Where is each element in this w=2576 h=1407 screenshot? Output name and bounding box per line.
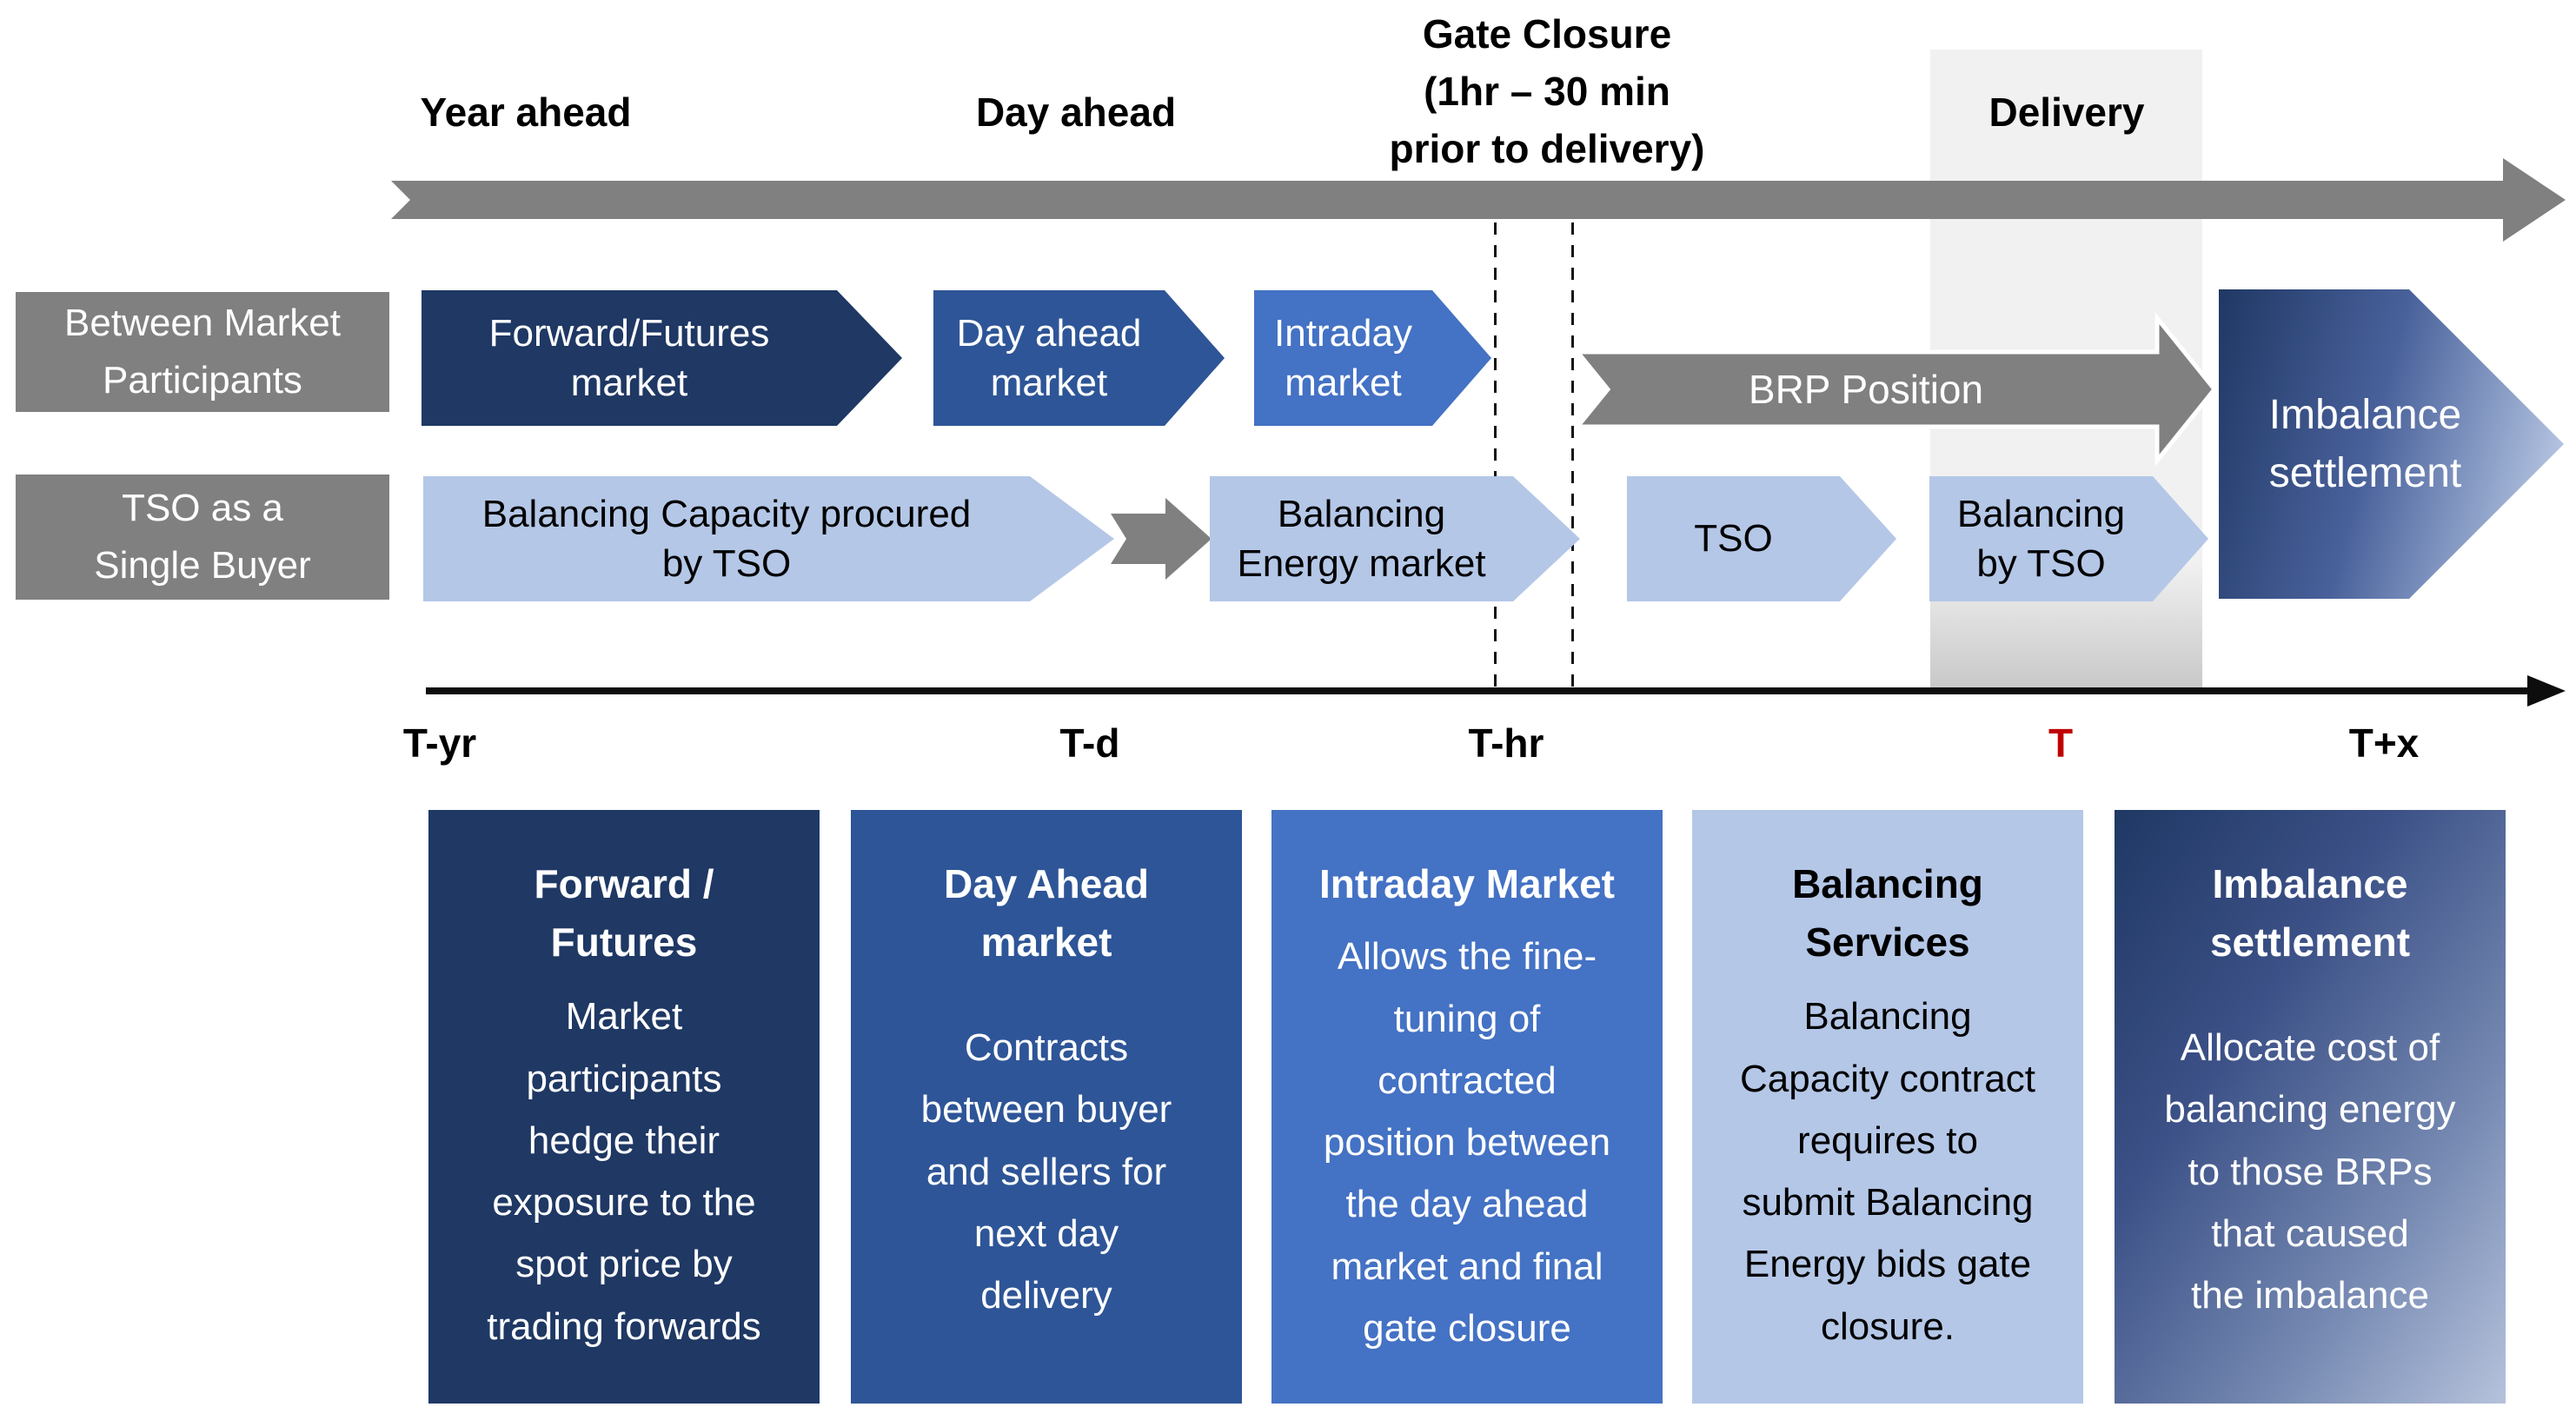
- row-label-between-market-participants: Between Market Participants: [16, 292, 389, 412]
- card-body: Contracts between buyer and sellers for …: [920, 1026, 1172, 1317]
- gate-closure-dashed-line-2: [1571, 222, 1574, 691]
- card-title: Balancing Services: [1792, 861, 1983, 965]
- card-imbalance-settlement: Imbalance settlement Allocate cost of ba…: [2115, 810, 2506, 1404]
- card-body: Market participants hedge their exposure…: [487, 995, 761, 1348]
- balancing-energy-market-arrow: Balancing Energy market: [1210, 476, 1580, 601]
- time-axis-arrowhead-icon: [2527, 675, 2566, 707]
- intraday-market-arrow: Intraday market: [1254, 290, 1491, 426]
- tick-t-plus-x: T+x: [2348, 720, 2420, 766]
- tick-t-delivery: T: [2048, 720, 2074, 766]
- label-year-ahead: Year ahead: [420, 90, 632, 135]
- brp-position-arrow: [1575, 311, 2218, 468]
- balancing-capacity-arrow: Balancing Capacity procured by TSO: [423, 476, 1114, 601]
- row-label-tso-single-buyer: TSO as a Single Buyer: [16, 475, 389, 600]
- card-body: Allocate cost of balancing energy to tho…: [2164, 1026, 2456, 1317]
- day-ahead-market-arrow: Day ahead market: [933, 290, 1225, 426]
- card-title: Intraday Market: [1318, 861, 1615, 906]
- imbalance-settlement-arrow: Imbalance settlement: [2219, 289, 2564, 599]
- label-gate-closure: Gate Closure (1hr – 30 min prior to deli…: [1389, 11, 1705, 171]
- brp-position-label: BRP Position: [1748, 367, 1984, 412]
- card-title: Imbalance settlement: [2209, 861, 2411, 965]
- label-day-ahead: Day ahead: [975, 90, 1177, 135]
- card-body: Balancing Capacity contract requires to …: [1740, 995, 2035, 1348]
- card-title: Day Ahead market: [943, 861, 1150, 965]
- card-title: Forward / Futures: [534, 861, 714, 965]
- tick-t-yr: T-yr: [402, 720, 477, 766]
- connector-arrow-icon: [1111, 498, 1212, 580]
- gate-closure-dashed-line-1: [1494, 222, 1497, 691]
- card-intraday-market: Intraday Market Allows the fine- tuning …: [1271, 810, 1663, 1404]
- label-delivery: Delivery: [1988, 90, 2145, 135]
- tso-arrow: TSO: [1627, 476, 1896, 601]
- time-axis: [426, 687, 2529, 694]
- tick-t-hr: T-hr: [1468, 720, 1544, 766]
- card-day-ahead-market: Day Ahead market Contracts between buyer…: [851, 810, 1242, 1404]
- forward-futures-market-arrow: Forward/Futures market: [422, 290, 902, 426]
- card-forward-futures: Forward / Futures Market participants he…: [428, 810, 820, 1404]
- card-balancing-services: Balancing Services Balancing Capacity co…: [1692, 810, 2083, 1404]
- card-body: Allows the fine- tuning of contracted po…: [1323, 935, 1611, 1350]
- tick-t-d: T-d: [1059, 720, 1120, 766]
- balancing-by-tso-arrow: Balancing by TSO: [1929, 476, 2208, 601]
